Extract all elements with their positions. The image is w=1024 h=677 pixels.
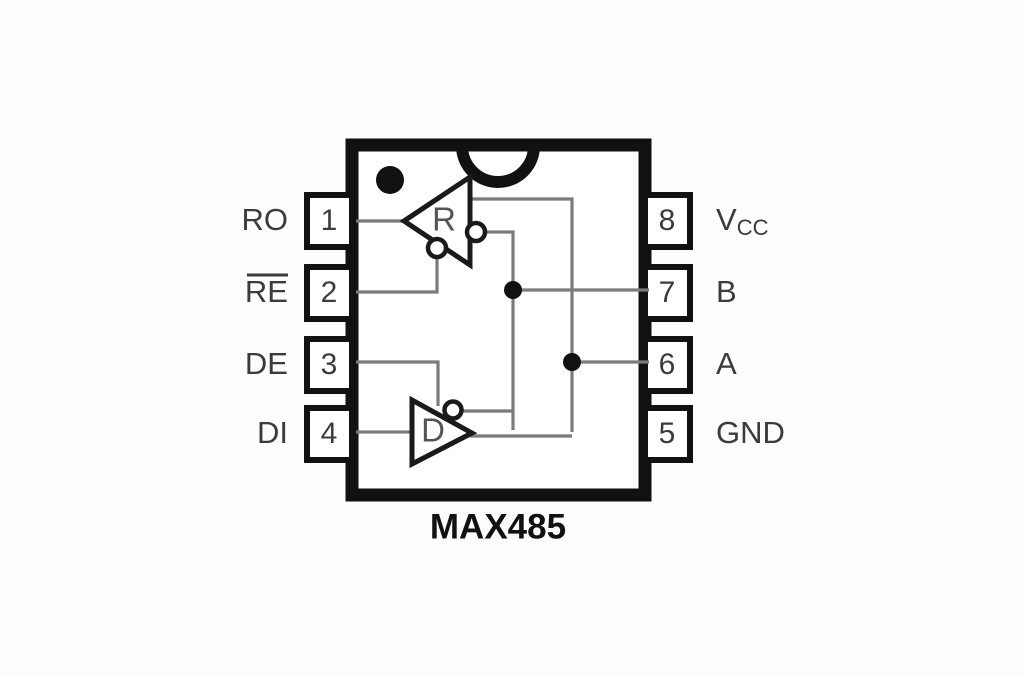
receiver-letter: R [432, 201, 456, 238]
wire-receiver-in-to-b-net [486, 230, 515, 430]
pin-label-di: DI [257, 415, 288, 450]
pin-box-1[interactable] [304, 192, 355, 250]
junction-dot-b-net [504, 281, 522, 299]
pin-label-ro: RO [242, 202, 289, 237]
pin-label-b: B [716, 274, 737, 309]
pin-number-1: 1 [321, 204, 338, 237]
junction-dot-a-net [563, 353, 581, 371]
receiver-gate: R [399, 172, 488, 270]
driver-gate: D [409, 395, 478, 469]
pin-number-4: 4 [321, 417, 338, 450]
pin-box-7[interactable] [642, 264, 693, 322]
pin-group-left-1[interactable]: 1 RO [242, 192, 355, 250]
pin-box-5[interactable] [642, 405, 693, 463]
pin-group-left-4[interactable]: 4 DI [257, 405, 355, 463]
receiver-bubble-right-icon [464, 220, 488, 244]
driver-triangle [409, 395, 478, 469]
pin-group-right-8[interactable]: 8 VCC [642, 192, 769, 250]
package-notch-icon [456, 145, 540, 188]
pin-number-5: 5 [659, 417, 676, 450]
pin-label-vcc: VCC [716, 202, 769, 240]
pin-label-a: A [716, 346, 737, 381]
pin-group-right-6[interactable]: 6 A [642, 336, 737, 394]
pin-number-6: 6 [659, 348, 676, 381]
pin-label-gnd: GND [716, 415, 785, 450]
pin-group-right-5[interactable]: 5 GND [642, 405, 785, 463]
pin-group-right-7[interactable]: 7 B [642, 264, 737, 322]
pin-box-8[interactable] [642, 192, 693, 250]
pin-box-2[interactable] [304, 264, 355, 322]
pin-number-7: 7 [659, 276, 676, 309]
pin-group-left-3[interactable]: 3 DE [245, 336, 355, 394]
pin-group-left-2[interactable]: 2 RE [245, 264, 355, 322]
pin-label-de: DE [245, 346, 288, 381]
driver-letter: D [421, 412, 445, 449]
wire-pin3-to-driver-enable [356, 360, 440, 406]
wire-pin2-to-receiver-enable [356, 256, 439, 294]
pin1-dot-icon [376, 166, 404, 194]
pin-number-3: 3 [321, 348, 338, 381]
part-name-label: MAX485 [430, 507, 566, 546]
pin-number-2: 2 [321, 276, 338, 309]
pin-box-3[interactable] [304, 336, 355, 394]
pin-label-re: RE [245, 274, 288, 309]
internal-wiring [356, 197, 649, 438]
receiver-bubble-bottom-icon [425, 236, 449, 260]
pin-box-4[interactable] [304, 405, 355, 463]
driver-bubble-top-icon [442, 399, 464, 421]
pin-number-8: 8 [659, 204, 676, 237]
pin-box-6[interactable] [642, 336, 693, 394]
